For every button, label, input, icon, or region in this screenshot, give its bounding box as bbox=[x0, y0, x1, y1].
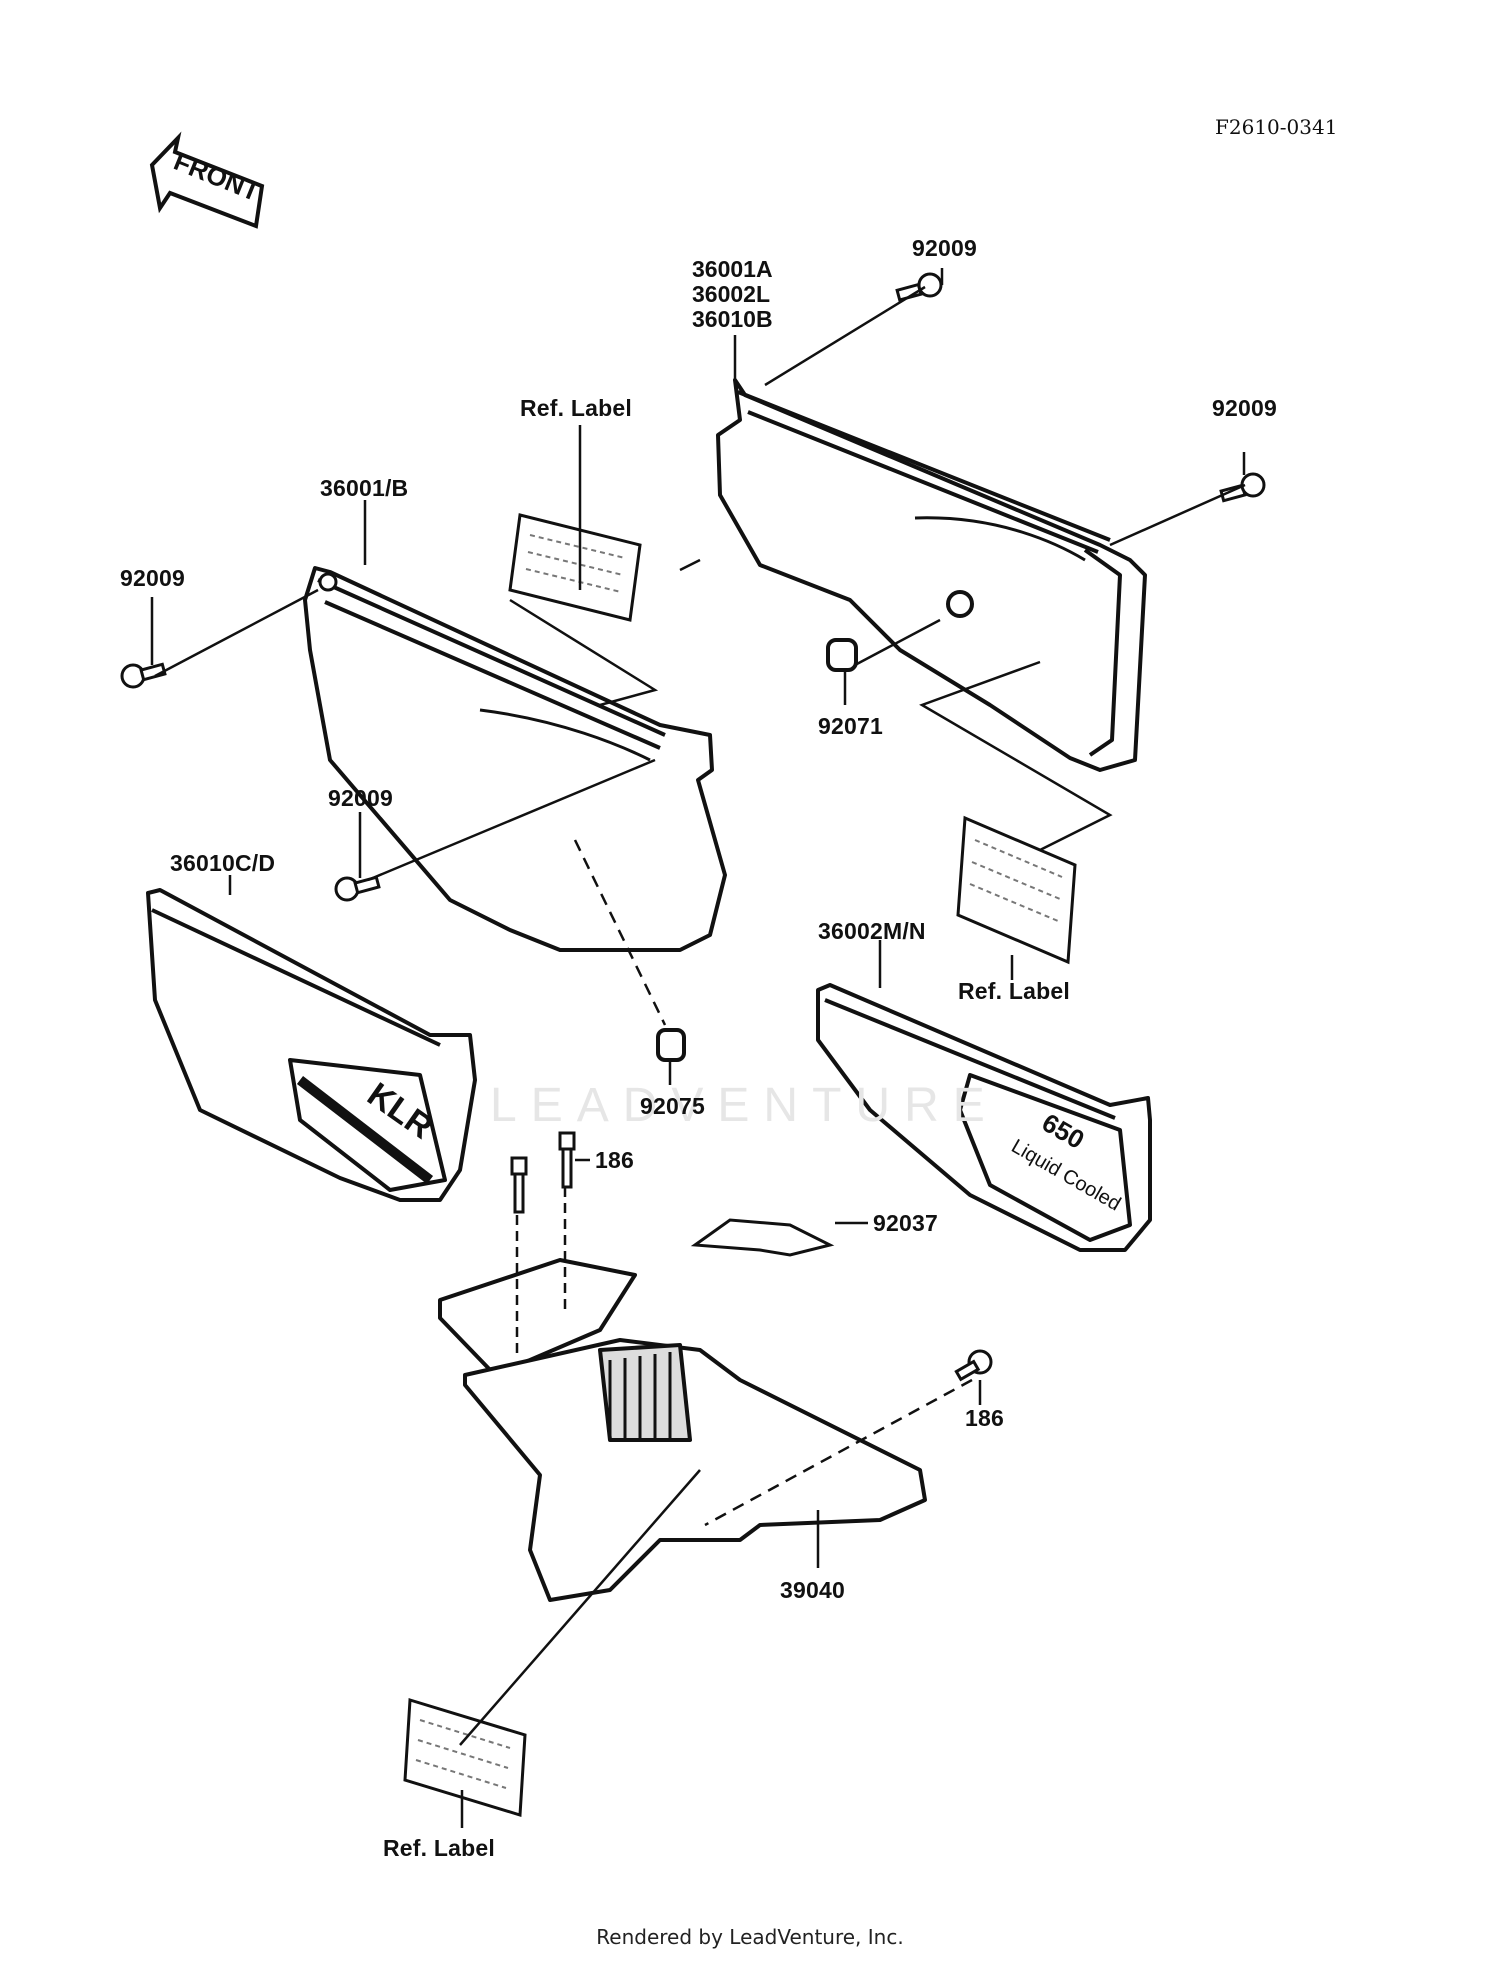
leader-lines bbox=[150, 268, 1246, 1828]
ref-label-bottom[interactable]: Ref. Label bbox=[383, 1835, 495, 1861]
part-number-36002l[interactable]: 36002L bbox=[692, 281, 771, 307]
bolt-186-a-icon bbox=[510, 1156, 528, 1214]
part-number-92009-left[interactable]: 92009 bbox=[120, 565, 185, 591]
bolt-92009-top-icon bbox=[895, 272, 943, 302]
part-number-186-a[interactable]: 186 bbox=[595, 1147, 634, 1173]
left-side-cover bbox=[303, 566, 727, 952]
part-number-36001a[interactable]: 36001A bbox=[692, 256, 773, 282]
right-cover-part-numbers[interactable]: 36001A 36002L 36010B bbox=[692, 257, 773, 332]
bolt-icons bbox=[120, 272, 1266, 1382]
bolt-92009-left-icon bbox=[120, 662, 167, 689]
clip-part bbox=[690, 1218, 835, 1257]
part-number-36002mn[interactable]: 36002M/N bbox=[818, 918, 926, 944]
part-number-36010b[interactable]: 36010B bbox=[692, 306, 773, 332]
right-trim-panel bbox=[816, 983, 1152, 1252]
ref-label-sticker-bottom bbox=[403, 1698, 527, 1817]
part-number-92009-right[interactable]: 92009 bbox=[1212, 395, 1277, 421]
bolt-186-c-icon bbox=[954, 1349, 993, 1382]
right-cover-boss bbox=[946, 590, 974, 618]
bolt-186-b-icon bbox=[558, 1131, 576, 1189]
part-number-92009-top[interactable]: 92009 bbox=[912, 235, 977, 261]
part-number-92009-mid[interactable]: 92009 bbox=[328, 785, 393, 811]
ref-label-top[interactable]: Ref. Label bbox=[520, 395, 632, 421]
part-number-92075[interactable]: 92075 bbox=[640, 1093, 705, 1119]
watermark: LEADVENTURE bbox=[490, 1079, 999, 1132]
skid-guard bbox=[438, 1258, 927, 1602]
front-arrow-icon: FRONT bbox=[149, 131, 265, 229]
part-number-186-b[interactable]: 186 bbox=[965, 1405, 1004, 1431]
footer-credit: Rendered by LeadVenture, Inc. bbox=[596, 1925, 904, 1949]
ref-label-right[interactable]: Ref. Label bbox=[958, 978, 1070, 1004]
grommet-92071-icon bbox=[826, 638, 858, 672]
part-number-92071[interactable]: 92071 bbox=[818, 713, 883, 739]
part-number-36001b[interactable]: 36001/B bbox=[320, 475, 409, 501]
bolt-92009-mid-icon bbox=[334, 875, 381, 902]
part-number-92037[interactable]: 92037 bbox=[873, 1210, 938, 1236]
diagram-code: F2610-0341 bbox=[1215, 115, 1338, 139]
part-number-39040[interactable]: 39040 bbox=[780, 1577, 845, 1603]
part-number-36010cd[interactable]: 36010C/D bbox=[170, 850, 276, 876]
ref-label-sticker-right bbox=[956, 815, 1077, 965]
right-side-cover bbox=[716, 378, 1147, 772]
left-trim-panel bbox=[146, 888, 477, 1202]
ref-label-sticker-top bbox=[508, 513, 642, 622]
grommet-92075-icon bbox=[656, 1028, 686, 1062]
left-cover-hole bbox=[318, 572, 338, 592]
